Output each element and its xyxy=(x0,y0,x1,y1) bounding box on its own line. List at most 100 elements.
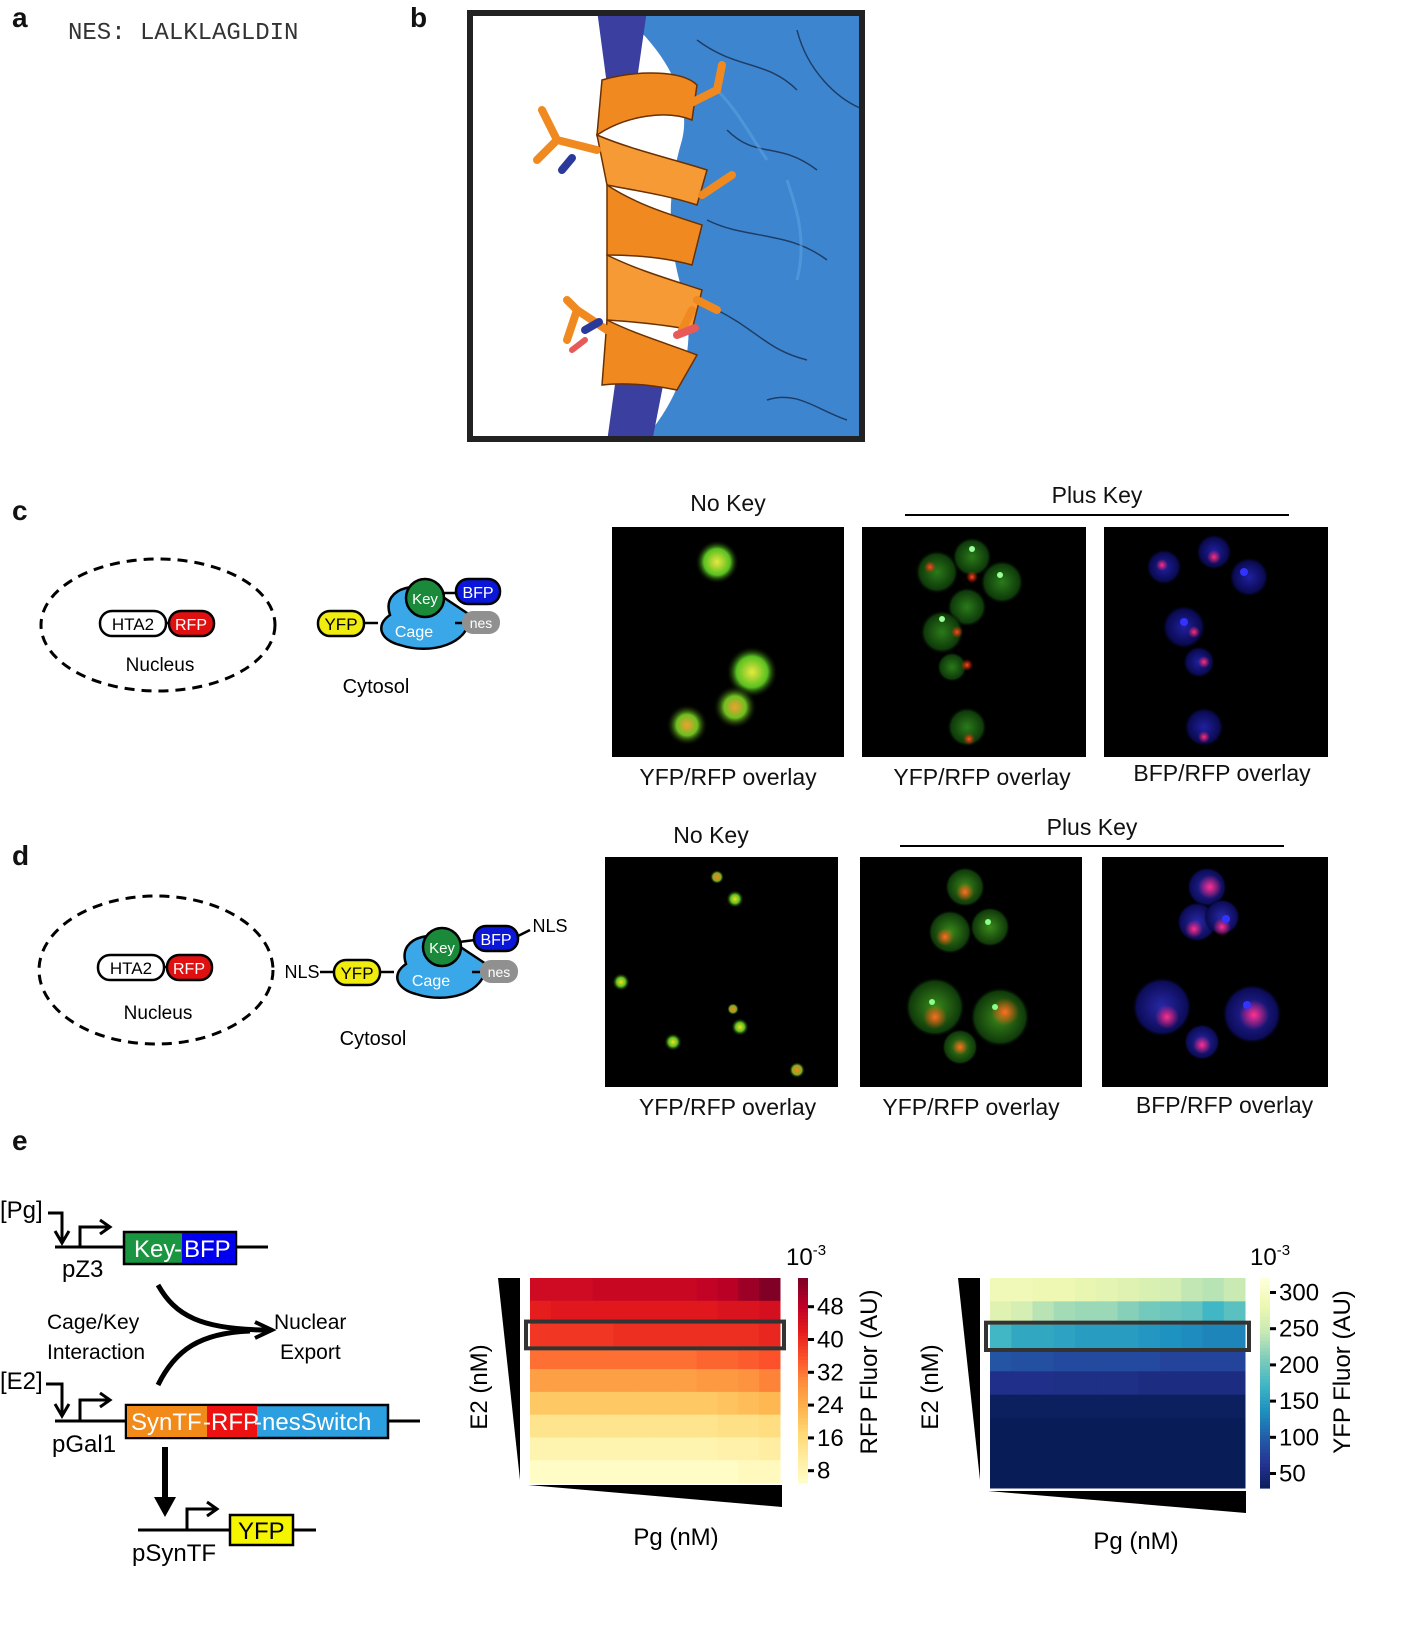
heatmap-cell xyxy=(696,1369,718,1393)
rfp-colorbar-exponent: 10-3 xyxy=(786,1242,826,1271)
c-micrograph-plus-key-yfp-rfp xyxy=(862,527,1086,757)
rfp-colorbar-label: RFP Fluor (AU) xyxy=(856,1290,883,1455)
heatmap-cell xyxy=(655,1278,677,1302)
colorbar-segment xyxy=(1260,1481,1270,1486)
colorbar-segment xyxy=(1260,1365,1270,1370)
c-header-no-key: No Key xyxy=(690,490,766,516)
colorbar-segment xyxy=(798,1404,808,1409)
colorbar-segment xyxy=(798,1322,808,1327)
heatmap-cell xyxy=(1202,1418,1225,1442)
heatmap-cell xyxy=(759,1437,781,1461)
heatmap-cell xyxy=(675,1460,698,1484)
heatmap-cell xyxy=(550,1300,573,1325)
colorbar-segment xyxy=(798,1298,808,1303)
bfp-label: BFP xyxy=(462,585,493,602)
heatmap-cell xyxy=(696,1346,718,1370)
colorbar-segment xyxy=(1260,1334,1270,1339)
e2-label: [E2] xyxy=(0,1368,43,1395)
heatmap-cell xyxy=(592,1300,614,1325)
heatmap-cell xyxy=(1075,1464,1097,1489)
heatmap-cell xyxy=(990,1464,1012,1489)
colorbar-segment xyxy=(1260,1355,1270,1360)
heatmap-cell xyxy=(1160,1464,1182,1489)
colorbar-segment xyxy=(1260,1379,1270,1384)
colorbar-segment xyxy=(1260,1292,1270,1297)
heatmap-cell xyxy=(1223,1301,1246,1326)
yfp-xlabel: Pg (nM) xyxy=(1093,1528,1178,1555)
heatmap-cell xyxy=(1138,1278,1161,1302)
heatmap-cell xyxy=(1053,1348,1076,1372)
heatmap-cell xyxy=(1011,1394,1033,1419)
heatmap-cell xyxy=(1138,1441,1161,1466)
heatmap-cell xyxy=(1160,1324,1182,1349)
colorbar-segment xyxy=(798,1431,808,1436)
heatmap-cell xyxy=(717,1460,739,1484)
heatmap-cell xyxy=(613,1278,635,1302)
colorbar-segment xyxy=(798,1387,808,1392)
pg-gradient-wedge xyxy=(528,1485,782,1507)
heatmap-cell xyxy=(613,1369,635,1393)
colorbar-segment xyxy=(798,1349,808,1354)
colorbar-segment xyxy=(798,1346,808,1351)
cage-key-label: Cage/Key xyxy=(47,1311,140,1334)
heatmap-cell xyxy=(592,1414,614,1438)
nls-right-label: NLS xyxy=(532,916,567,936)
heatmap-cell xyxy=(1117,1278,1140,1302)
heatmap-cell xyxy=(634,1391,656,1416)
colorbar-tick-label: 50 xyxy=(1279,1461,1306,1488)
panel-e-circuit-diagram: [Pg] Key - BFP pZ3 Cage/Key Interaction … xyxy=(0,1185,440,1645)
colorbar-segment xyxy=(798,1278,808,1283)
colorbar-segment xyxy=(1260,1306,1270,1311)
cage-label: Cage xyxy=(395,624,433,641)
colorbar-segment xyxy=(1260,1372,1270,1377)
colorbar-segment xyxy=(1260,1383,1270,1388)
heatmap-cell xyxy=(1032,1348,1055,1372)
colorbar-tick-label: 48 xyxy=(817,1294,844,1321)
colorbar-segment xyxy=(798,1380,808,1385)
rfp-highlight-box xyxy=(524,1319,786,1351)
pz3-label: pZ3 xyxy=(62,1256,103,1283)
heatmap-cell xyxy=(550,1346,573,1370)
heatmap-cell xyxy=(1011,1441,1033,1466)
heatmap-cell xyxy=(1223,1278,1246,1302)
heatmap-cell xyxy=(1096,1301,1118,1326)
key-label: Key xyxy=(412,591,438,608)
heatmap-cell xyxy=(717,1391,739,1416)
heatmap-cell xyxy=(696,1437,718,1461)
panel-label-b: b xyxy=(410,2,428,33)
heatmap-cell xyxy=(634,1300,656,1325)
heatmap-cell xyxy=(738,1391,760,1416)
heatmap-cell xyxy=(1223,1371,1246,1396)
heatmap-cell xyxy=(613,1323,635,1347)
heatmap-cell xyxy=(1202,1394,1225,1419)
heatmap-cell xyxy=(717,1300,739,1325)
heatmap-cell xyxy=(1181,1278,1203,1302)
heatmap-cell xyxy=(1032,1301,1055,1326)
d-header-plus-key: Plus Key xyxy=(1046,814,1138,840)
heatmap-cell xyxy=(1096,1441,1118,1466)
colorbar-segment xyxy=(1260,1348,1270,1353)
heatmap-cell xyxy=(592,1437,614,1461)
heatmap-cell xyxy=(634,1414,656,1438)
heatmap-cell xyxy=(1075,1371,1097,1396)
colorbar-segment xyxy=(798,1319,808,1324)
colorbar-segment xyxy=(798,1301,808,1306)
heatmap-cell xyxy=(1011,1324,1033,1349)
heatmap-cell xyxy=(592,1391,614,1416)
colorbar-segment xyxy=(798,1465,808,1470)
colorbar-segment xyxy=(1260,1460,1270,1465)
heatmap-cell xyxy=(1181,1464,1203,1489)
yfp-colorbar-label: YFP Fluor (AU) xyxy=(1329,1290,1356,1454)
heatmap-cell xyxy=(1181,1441,1203,1466)
colorbar-segment xyxy=(798,1424,808,1429)
colorbar-tick-label: 16 xyxy=(817,1425,844,1452)
key-gene-label: Key xyxy=(134,1236,175,1263)
protein-structure-image xyxy=(467,10,865,442)
colorbar-segment xyxy=(1260,1432,1270,1437)
syntf-rfp-dash: - xyxy=(203,1409,211,1436)
heatmap-cell xyxy=(1053,1371,1076,1396)
heatmap-cell xyxy=(1138,1394,1161,1419)
heatmap-cell xyxy=(1096,1371,1118,1396)
heatmap-cell xyxy=(571,1460,593,1484)
